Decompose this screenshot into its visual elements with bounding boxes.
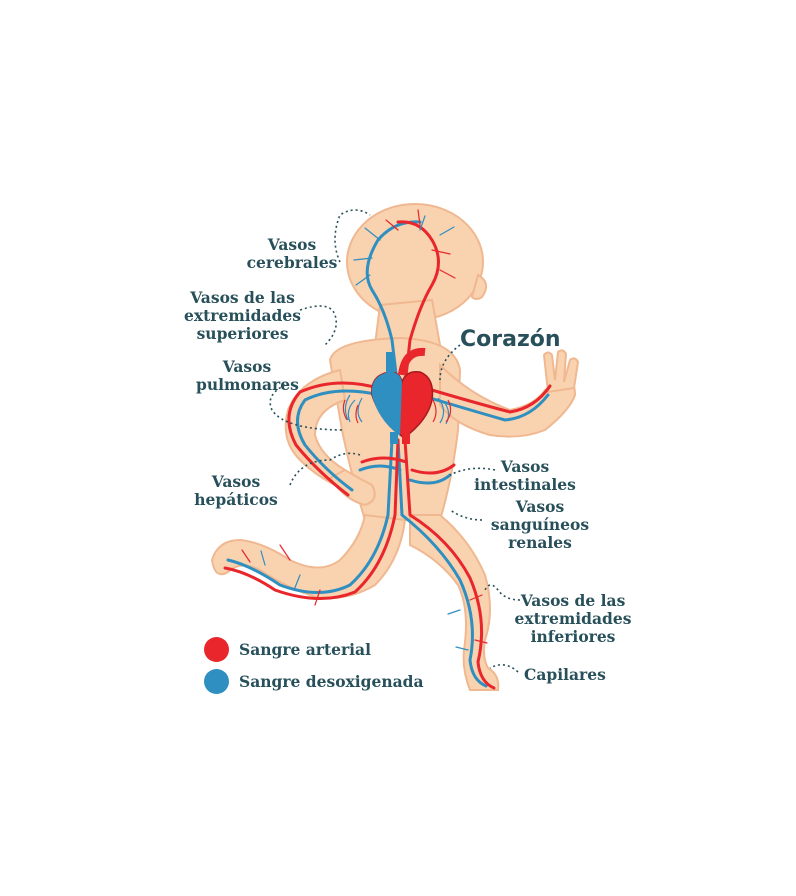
legend-item-desoxigenada: Sangre desoxigenada	[204, 669, 424, 694]
label-corazon: Corazón	[460, 327, 561, 352]
label-extremidades-superiores: Vasos de las extremidades superiores	[184, 288, 301, 343]
leader-lines	[269, 209, 521, 673]
lungs-icon	[342, 394, 452, 425]
label-capilares: Capilares	[524, 665, 606, 684]
capillary-branches	[241, 209, 488, 651]
leader-pulmonares	[269, 384, 346, 431]
legend-dot-desoxigenada	[204, 669, 229, 694]
legend-label-desoxigenada: Sangre desoxigenada	[239, 672, 424, 691]
vessel-network	[223, 209, 552, 690]
label-vasos-pulmonares: Vasos pulmonares	[196, 357, 299, 394]
legend-label-arterial: Sangre arterial	[239, 640, 371, 659]
leader-superiores	[299, 305, 338, 346]
leader-renales	[449, 509, 483, 521]
label-vasos-intestinales: Vasos intestinales	[474, 457, 576, 494]
label-vasos-hepaticos: Vasos hepáticos	[194, 472, 278, 509]
legend-dot-arterial	[204, 637, 229, 662]
artery-paths	[223, 220, 552, 690]
label-vasos-cerebrales: Vasos cerebrales	[246, 235, 338, 272]
leader-capilares	[489, 664, 519, 673]
label-extremidades-inferiores: Vasos de las extremidades inferiores	[514, 591, 632, 646]
leader-hepaticos	[289, 452, 361, 486]
label-vasos-renales: Vasos sanguíneos renales	[490, 497, 590, 552]
leader-inferiores	[484, 584, 521, 601]
heart-icon	[371, 347, 434, 444]
legend-item-arterial: Sangre arterial	[204, 637, 371, 662]
leader-cerebrales	[334, 209, 371, 263]
vein-paths	[226, 220, 550, 688]
